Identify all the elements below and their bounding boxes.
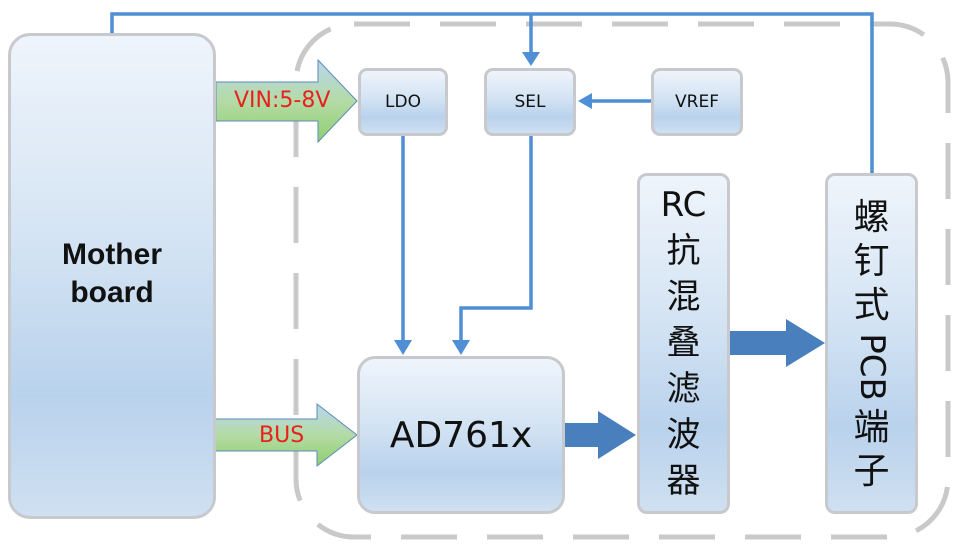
terminal-char: 式 — [853, 285, 890, 326]
rc-filter-label: RC 抗 混 叠 滤 波 器 — [661, 182, 707, 504]
connector-motherboard-to-sel — [110, 12, 874, 173]
vref-block: VREF — [651, 68, 743, 136]
motherboard-block: Mother board — [8, 33, 216, 519]
ldo-block: LDO — [358, 68, 448, 136]
vin-arrow — [215, 58, 358, 144]
vref-label: VREF — [675, 92, 719, 112]
arrow-adc-to-rc — [565, 411, 636, 459]
sel-block: SEL — [484, 68, 576, 136]
bus-arrow — [213, 402, 358, 468]
terminal-label: 螺 钉 式 PCB 端 子 — [838, 196, 906, 494]
arrowhead-adc-ldo — [394, 340, 412, 355]
adc-label: AD761x — [389, 414, 533, 456]
rc-filter-char: 器 — [666, 461, 701, 501]
terminal-char: 螺 — [853, 197, 890, 238]
arrow-rc-to-terminal — [730, 319, 825, 367]
vin-arrow-label: VIN:5-8V — [234, 88, 331, 113]
connector-sel-to-adc — [459, 136, 533, 342]
terminal-block: 螺 钉 式 PCB 端 子 — [825, 173, 918, 514]
arrowhead-sel-right — [578, 93, 592, 109]
rc-filter-char: 波 — [666, 415, 701, 455]
board-boundary-dashed — [293, 21, 951, 540]
rc-filter-char: RC — [660, 185, 707, 225]
arrowhead-adc-sel — [452, 340, 470, 355]
adc-block: AD761x — [357, 356, 565, 514]
terminal-pcb-rotated: PCB — [851, 333, 892, 401]
rc-filter-char: 叠 — [666, 323, 701, 363]
ldo-label: LDO — [385, 92, 421, 112]
rc-filter-char: 混 — [666, 277, 701, 317]
terminal-char: 子 — [853, 451, 890, 492]
terminal-char: 钉 — [853, 241, 890, 282]
arrowhead-sel-top — [522, 52, 540, 66]
bus-arrow-label: BUS — [259, 423, 305, 448]
motherboard-label-line2: board — [70, 276, 154, 309]
rc-filter-char: 抗 — [666, 231, 701, 271]
rc-filter-char: 滤 — [666, 369, 701, 409]
rc-filter-block: RC 抗 混 叠 滤 波 器 — [637, 173, 730, 514]
sel-label: SEL — [514, 92, 546, 112]
motherboard-label-line1: Mother — [62, 238, 162, 271]
terminal-char: 端 — [853, 407, 890, 448]
